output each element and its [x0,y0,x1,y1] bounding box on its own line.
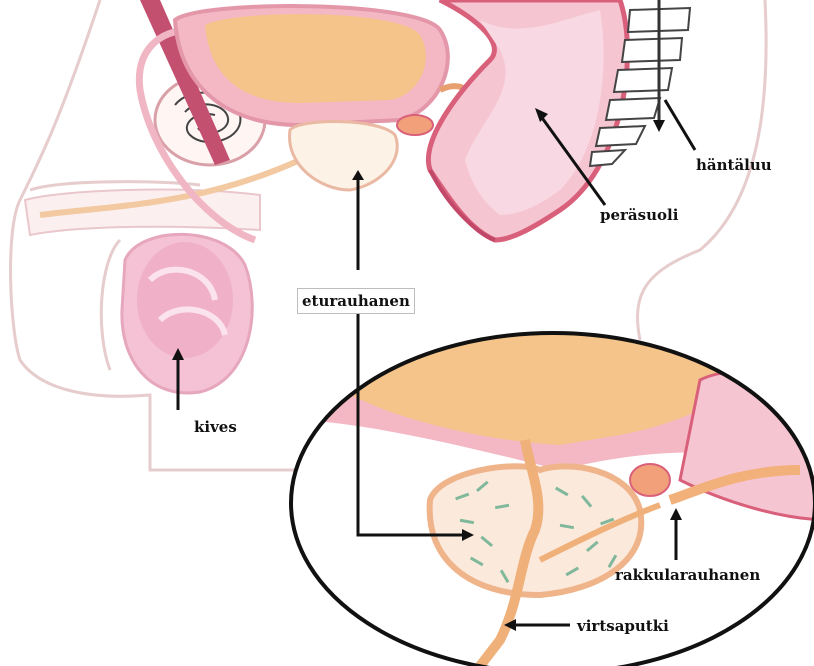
zoom-inset [290,330,814,666]
tailbone-pointer [665,100,695,150]
testis [122,234,252,393]
label-seminal-vesicle: rakkularauhanen [615,566,760,584]
rectum [428,0,627,240]
label-rectum: peräsuoli [600,206,678,224]
label-tailbone: häntäluu [696,156,772,174]
prostate-top [290,122,398,190]
label-urethra: virtsaputki [577,617,669,635]
label-testis: kives [194,418,237,436]
seminal-vesicle-top [397,115,433,135]
label-prostate: eturauhanen [297,288,415,314]
